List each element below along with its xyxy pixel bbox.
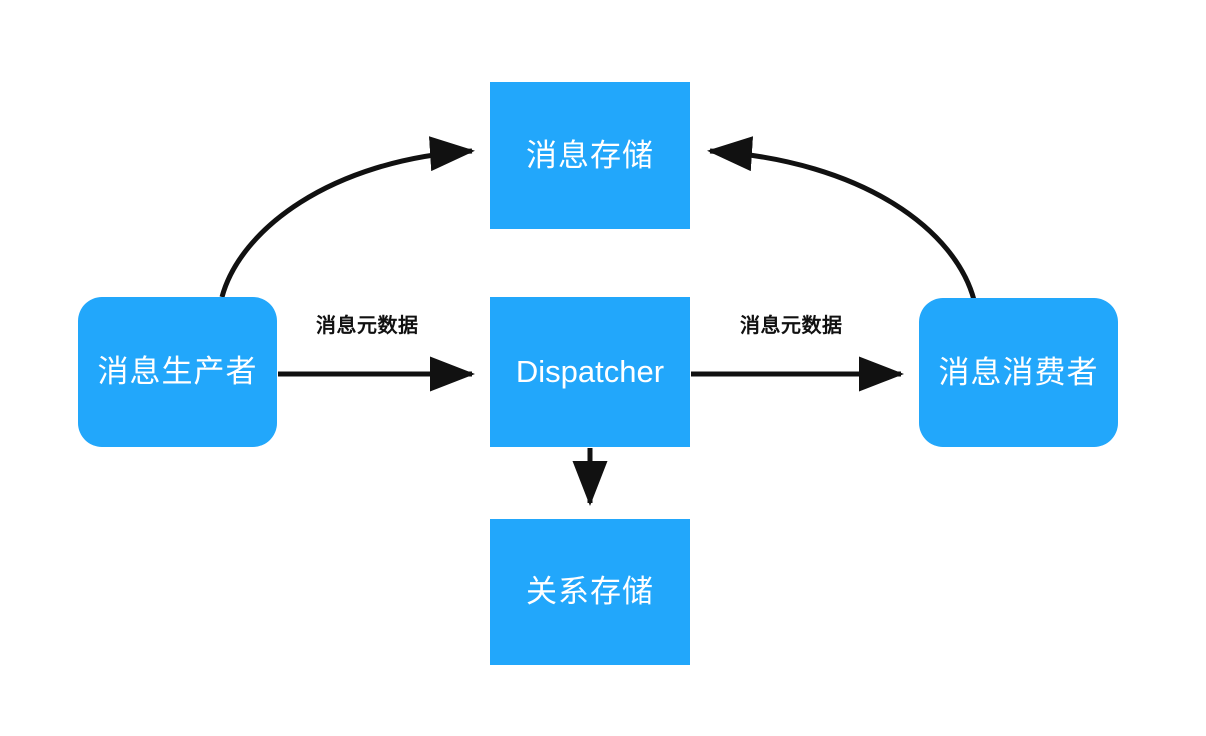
node-message-producer[interactable]: 消息生产者 [78, 297, 277, 447]
node-message-consumer-label: 消息消费者 [938, 354, 1099, 390]
edge-consumer-to-storage [707, 136, 977, 301]
node-message-storage-label: 消息存储 [526, 137, 654, 173]
node-relation-storage[interactable]: 关系存储 [490, 519, 690, 665]
node-message-consumer[interactable]: 消息消费者 [919, 298, 1118, 447]
node-dispatcher[interactable]: Dispatcher [490, 297, 690, 447]
edge-label-dispatcher-to-consumer: 消息元数据 [740, 315, 843, 337]
node-relation-storage-label: 关系存储 [526, 574, 654, 610]
node-dispatcher-label: Dispatcher [515, 354, 665, 390]
node-message-storage[interactable]: 消息存储 [490, 82, 690, 229]
node-message-producer-label: 消息生产者 [97, 354, 258, 390]
edge-producer-to-storage [219, 136, 475, 298]
edge-label-producer-to-dispatcher: 消息元数据 [316, 315, 419, 337]
